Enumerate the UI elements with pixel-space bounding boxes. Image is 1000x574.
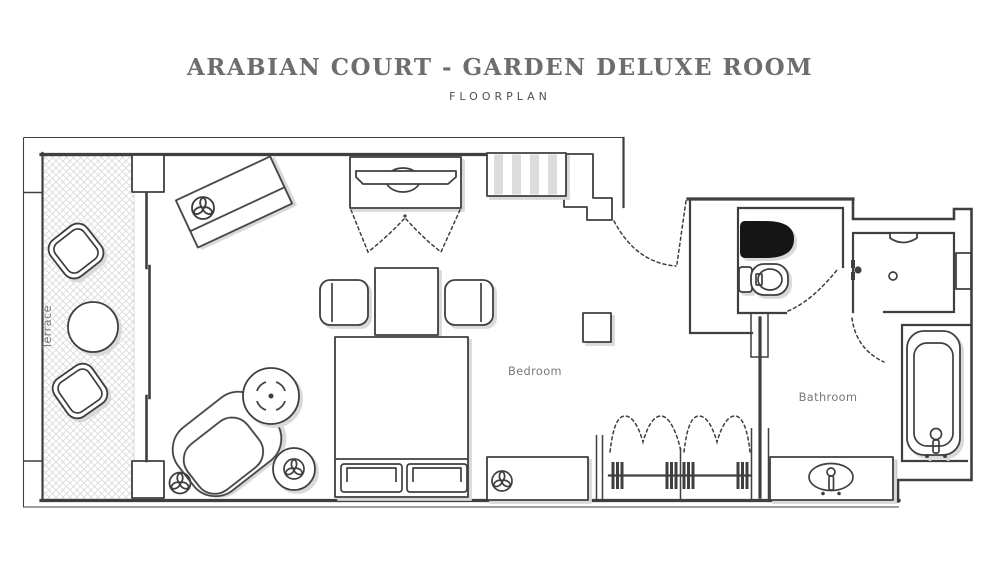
shower-niche bbox=[955, 252, 972, 290]
entry-wall-pier bbox=[563, 153, 613, 221]
page-subtitle: FLOORPLAN bbox=[449, 90, 551, 103]
bathtub-area bbox=[894, 323, 973, 482]
bathtub bbox=[906, 330, 961, 458]
page-title: ARABIAN COURT - GARDEN DELUXE ROOM bbox=[186, 54, 814, 81]
round-table bbox=[242, 367, 300, 425]
toilet bbox=[738, 263, 789, 296]
shower-room bbox=[851, 231, 972, 363]
seating-table bbox=[319, 267, 494, 336]
bathroom-label: Bathroom bbox=[799, 391, 858, 404]
bed bbox=[334, 336, 469, 498]
wardrobe-hangers bbox=[611, 462, 749, 489]
outer-walls bbox=[22, 136, 973, 508]
page-header: ARABIAN COURT - GARDEN DELUXE ROOM FLOOR… bbox=[0, 54, 1000, 103]
wc-door-swing bbox=[787, 269, 838, 312]
curtain-swags bbox=[350, 209, 461, 254]
terrace-label: Terrace bbox=[41, 305, 54, 350]
luggage-bench bbox=[486, 152, 567, 197]
desk bbox=[174, 155, 294, 249]
shower-valve bbox=[851, 260, 862, 280]
pillow bbox=[406, 463, 468, 493]
shower-drain bbox=[888, 271, 898, 281]
terrace-pier-top bbox=[131, 154, 165, 193]
shower-door-swing bbox=[851, 317, 885, 363]
ottoman bbox=[582, 312, 612, 343]
chair-left bbox=[319, 279, 369, 326]
bathtub-faucet bbox=[932, 439, 940, 454]
wardrobe bbox=[595, 415, 752, 501]
terrace-pier-bottom bbox=[131, 460, 165, 499]
tv-icon bbox=[355, 170, 457, 185]
rain-shower-head bbox=[889, 232, 918, 244]
bedroom-label: Bedroom bbox=[508, 365, 562, 378]
side-table bbox=[272, 447, 316, 491]
wc-room bbox=[736, 206, 845, 315]
tv-console bbox=[349, 156, 462, 209]
chair-right bbox=[444, 279, 494, 326]
entry-door-swing bbox=[613, 200, 687, 267]
table bbox=[374, 267, 439, 336]
wardrobe-clothes-arcs bbox=[609, 415, 682, 453]
terrace-sliding-door bbox=[145, 191, 151, 463]
terrace-chair bbox=[47, 222, 105, 280]
vanity bbox=[769, 456, 894, 501]
bathroom-sliding-door bbox=[750, 312, 770, 501]
terrace-chair bbox=[51, 362, 109, 420]
terrace-table bbox=[67, 301, 119, 353]
wc-counter bbox=[740, 221, 794, 258]
console-bench bbox=[486, 456, 589, 501]
plant-icon bbox=[168, 471, 192, 495]
pillow bbox=[340, 463, 403, 493]
